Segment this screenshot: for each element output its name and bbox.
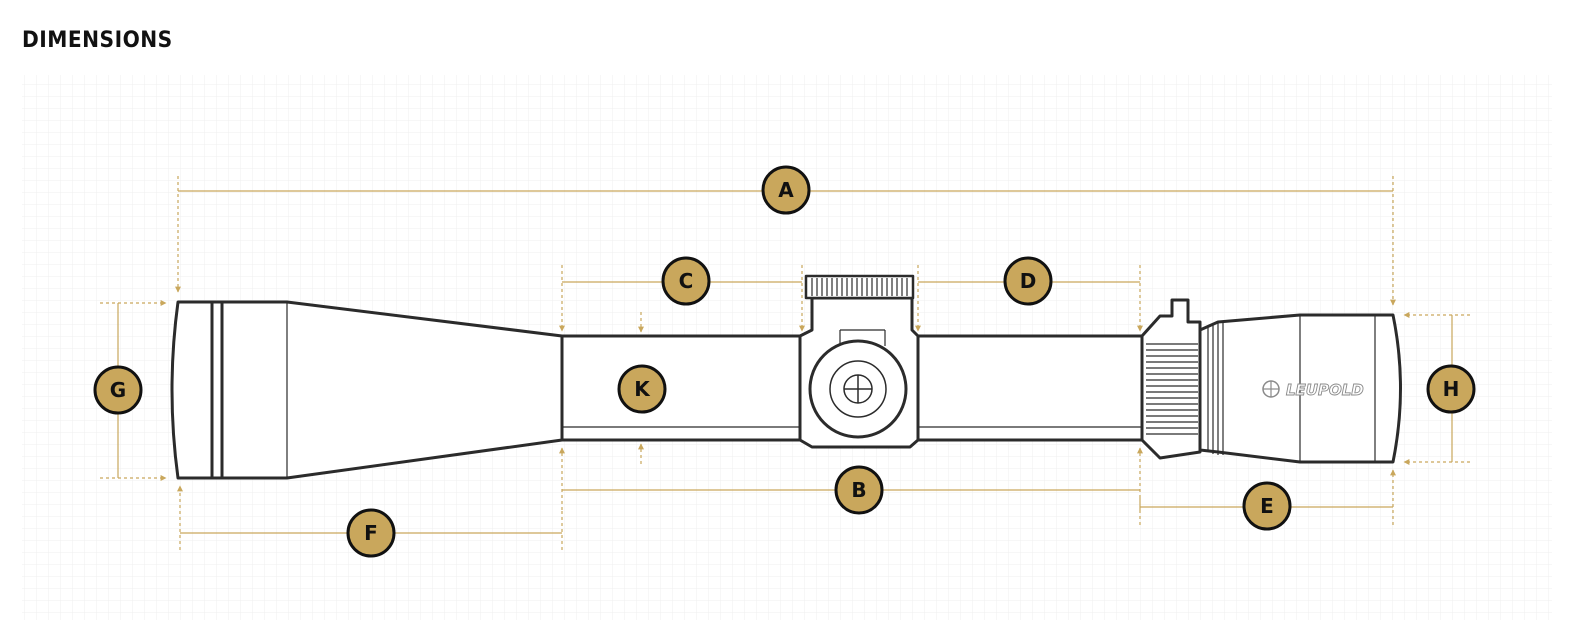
badge-e-label: E <box>1260 494 1274 518</box>
brand-logo: LEUPOLD <box>1262 380 1364 399</box>
badge-h-label: H <box>1443 377 1460 401</box>
badge-g: G <box>93 365 143 415</box>
brand-name: LEUPOLD <box>1286 381 1364 399</box>
badge-h: H <box>1426 364 1476 414</box>
badge-g-label: G <box>110 378 126 402</box>
elevation-turret <box>804 274 915 300</box>
badge-a: A <box>761 165 811 215</box>
badge-d: D <box>1003 256 1053 306</box>
badge-f-label: F <box>364 521 378 545</box>
objective-bell <box>170 300 564 480</box>
badge-b-label: B <box>851 478 866 502</box>
badge-d-label: D <box>1020 269 1037 293</box>
eyepiece <box>1140 298 1402 464</box>
badge-k-label: K <box>634 377 651 401</box>
turret-knurling <box>811 278 908 296</box>
badge-b: B <box>834 465 884 515</box>
page-title: DIMENSIONS <box>22 28 173 53</box>
power-ring-knurling <box>1146 322 1224 455</box>
badge-c: C <box>661 256 711 306</box>
badge-k: K <box>617 364 667 414</box>
badge-a-label: A <box>778 178 794 202</box>
badge-e: E <box>1242 481 1292 531</box>
badge-c-label: C <box>679 269 694 293</box>
badge-f: F <box>346 508 396 558</box>
windage-turret <box>808 339 908 439</box>
power-ring <box>1140 298 1202 460</box>
